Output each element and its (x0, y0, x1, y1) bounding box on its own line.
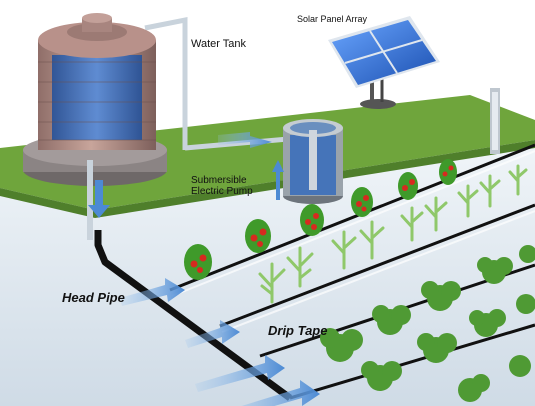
shrubs (320, 245, 535, 402)
water-tank-label: Water Tank (191, 38, 247, 50)
drip-tape-shadow (171, 150, 535, 333)
submersible-pump (283, 119, 343, 204)
pump-outlet-pipe (184, 135, 301, 151)
pump-label-line2: Electric Pump (191, 186, 253, 197)
flow-arrow-to-tank (218, 132, 272, 148)
tank-feed-pipe (144, 16, 188, 150)
drip-tape-label: Drip Tape (268, 323, 328, 338)
water-tank (23, 13, 167, 186)
solar-panel-array (328, 16, 440, 109)
head-pipe-label: Head Pipe (62, 290, 125, 305)
submersible-pump-label: Submersible Electric Pump (191, 175, 253, 197)
flow-arrow-down-tank (88, 180, 110, 218)
tomato-plants (184, 159, 457, 280)
head-pipe (94, 230, 293, 401)
pump-unit (490, 88, 500, 154)
flow-arrow-up-pump (272, 160, 284, 200)
inflow-arrows (120, 278, 320, 406)
corn-plants (258, 164, 528, 304)
pump-label-line1: Submersible (191, 175, 247, 186)
solar-panel-array-label: Solar Panel Array (297, 14, 368, 24)
